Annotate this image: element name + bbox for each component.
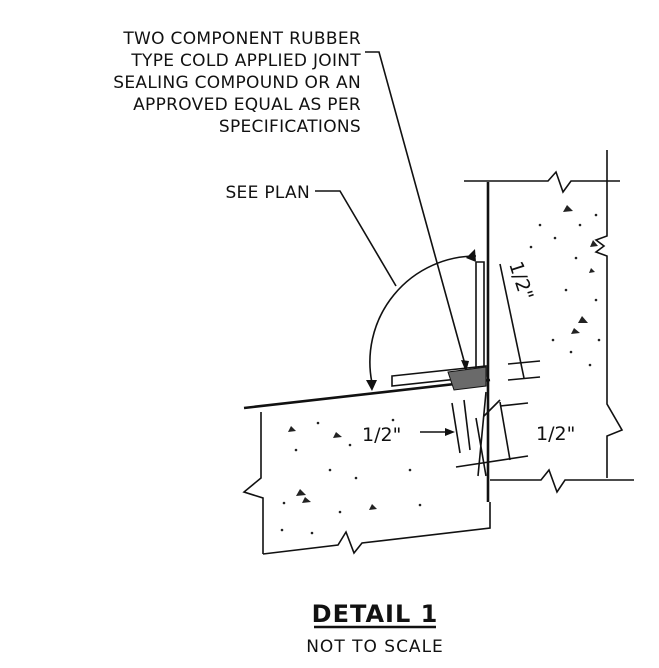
vertical-dim-label: 1/2" — [504, 259, 537, 303]
aggregate-dot — [294, 448, 298, 452]
slab-bottom-break-line — [262, 502, 491, 555]
aggregate-mark — [369, 504, 377, 510]
aggregate-dot — [418, 503, 422, 507]
left-dim-arrow — [445, 428, 455, 436]
see-plan-label: SEE PLAN — [225, 183, 310, 203]
aggregate-dot — [538, 223, 542, 227]
joint-assembly — [391, 261, 487, 477]
note-line-4: APPROVED EQUAL AS PER — [133, 95, 361, 115]
note-line-1: TWO COMPONENT RUBBER — [122, 29, 361, 49]
arc-arrowhead-bottom — [366, 380, 377, 391]
right-dim-ext-top — [499, 402, 529, 407]
right-dim-label: 1/2" — [536, 423, 575, 445]
sealant-fill — [447, 366, 487, 391]
dimension-left: 1/2" — [362, 399, 501, 454]
aggregate-dot — [594, 298, 598, 302]
aggregate-mark — [333, 432, 342, 438]
left-dim-tick-3 — [483, 399, 501, 417]
vertical-dim-ext-2 — [507, 376, 541, 381]
left-dim-tick-1 — [451, 402, 461, 454]
aggregate-dot — [529, 245, 533, 249]
aggregate-mark — [578, 316, 588, 323]
note-leader-line — [365, 51, 467, 369]
aggregate-dot — [564, 288, 568, 292]
slab-joint-line — [477, 391, 487, 477]
horizontal-concrete-slab — [242, 378, 491, 555]
aggregate-dot — [282, 501, 286, 505]
note-leader-arrowhead — [461, 360, 469, 372]
aggregate-dot — [588, 363, 592, 367]
wall-top-break-line — [464, 170, 620, 194]
vertical-dim-line — [499, 263, 525, 379]
aggregate-dot — [553, 236, 557, 240]
see-plan-leader-line — [315, 190, 397, 287]
aggregate-mark — [571, 328, 580, 334]
sealant-note: TWO COMPONENT RUBBER TYPE COLD APPLIED J… — [113, 29, 361, 137]
dimension-right: 1/2" — [455, 401, 575, 468]
aggregate-dot — [597, 338, 601, 342]
slab-top-surface-line — [243, 378, 491, 410]
aggregate-dot — [551, 338, 555, 342]
wall-filler-strip — [475, 261, 485, 373]
see-plan-angle-arc — [369, 255, 477, 384]
aggregate-dot — [578, 223, 582, 227]
aggregate-dot — [408, 468, 412, 472]
vertical-dim-ext-1 — [507, 360, 541, 365]
aggregate-dot — [594, 213, 598, 217]
left-dim-label: 1/2" — [362, 424, 401, 446]
vertical-concrete-slab — [464, 150, 634, 502]
aggregate-mark — [590, 240, 598, 247]
note-line-5: SPECIFICATIONS — [219, 117, 361, 137]
note-line-2: TYPE COLD APPLIED JOINT — [130, 51, 361, 71]
slab-joint-line-2 — [475, 417, 487, 477]
detail-title-block: DETAIL 1 NOT TO SCALE — [306, 600, 444, 657]
concrete-aggregate-pattern — [280, 205, 601, 535]
aggregate-dot — [328, 468, 332, 472]
aggregate-mark — [563, 205, 573, 212]
aggregate-mark — [589, 268, 595, 273]
slab-left-break-line — [242, 412, 264, 554]
right-dim-ext — [499, 401, 511, 461]
aggregate-dot — [310, 531, 314, 535]
aggregate-dot — [354, 476, 358, 480]
scale-note: NOT TO SCALE — [306, 637, 444, 657]
aggregate-mark — [302, 497, 311, 503]
wall-right-break-line — [594, 150, 624, 478]
right-dim-line — [455, 455, 529, 468]
left-dim-tick-2 — [463, 399, 471, 451]
aggregate-dot — [574, 256, 578, 260]
arc-arrowhead-top — [466, 249, 476, 262]
aggregate-dot — [338, 510, 342, 514]
dimension-vertical: 1/2" — [499, 259, 541, 381]
aggregate-dot — [316, 421, 320, 425]
aggregate-dot — [569, 350, 573, 354]
note-line-3: SEALING COMPOUND OR AN — [113, 73, 361, 93]
aggregate-dot — [280, 528, 284, 532]
detail-title: DETAIL 1 — [312, 600, 439, 628]
aggregate-mark — [288, 426, 296, 432]
aggregate-mark — [296, 489, 306, 496]
wall-bottom-break-line — [490, 468, 634, 494]
aggregate-dot — [391, 418, 395, 422]
aggregate-dot — [348, 443, 352, 447]
